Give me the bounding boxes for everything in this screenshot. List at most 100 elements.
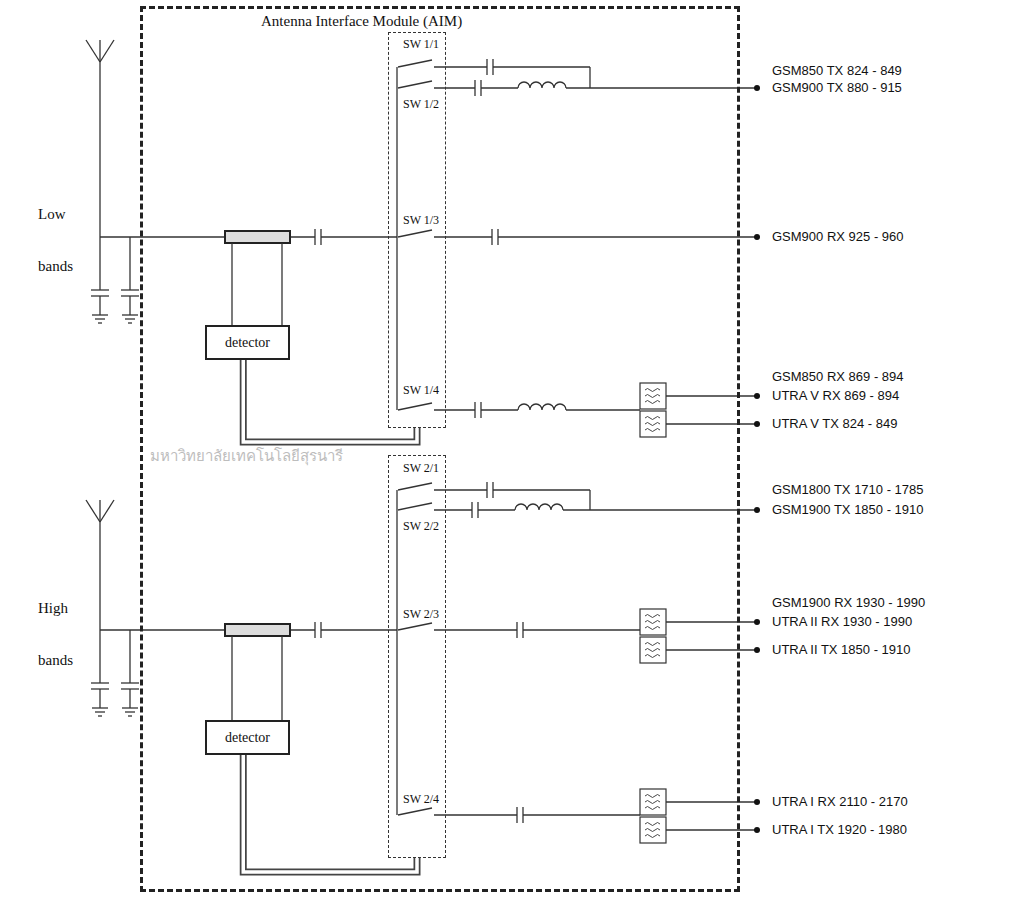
capacitor-symbol (516, 807, 517, 823)
capacitor-symbol (491, 229, 492, 245)
coupler-bar (225, 231, 290, 243)
filter-wave (645, 401, 660, 404)
switch-label: SW 2/2 (403, 519, 439, 534)
coupler-line (231, 243, 232, 325)
detector-label: detector (225, 334, 270, 351)
inductor-symbol (518, 82, 566, 88)
band-range: GSM850 TX 824 - 849 (772, 63, 902, 79)
filter-wave (645, 395, 660, 398)
antenna-symbol (99, 40, 100, 237)
wire (498, 236, 757, 237)
switch-blade (398, 623, 432, 630)
switch-blade (398, 230, 432, 237)
terminal-dot (754, 799, 760, 805)
wire (99, 689, 100, 708)
ground-symbol (125, 711, 135, 712)
wire (666, 801, 757, 802)
band-range: GSM1900 TX 1850 - 1910 (772, 502, 924, 518)
feedback-connector (243, 360, 417, 442)
wire (129, 630, 130, 683)
terminal-dot (754, 647, 760, 653)
filter-wave (645, 807, 660, 810)
filter-box (640, 789, 666, 815)
terminal-dot (754, 393, 760, 399)
switch-label: SW 1/4 (403, 383, 439, 398)
wire (523, 814, 640, 815)
wire (434, 814, 517, 815)
wire (321, 629, 397, 630)
filter-wave (645, 795, 660, 798)
wire (666, 621, 757, 622)
band-range: UTRA II RX 1930 - 1990 (772, 614, 912, 630)
wire (99, 237, 100, 290)
filter-wave (645, 835, 660, 838)
coupler-line (281, 636, 282, 720)
switch-blade (398, 808, 432, 815)
wire (563, 509, 757, 510)
capacitor-symbol (516, 622, 517, 638)
filter-wave (645, 823, 660, 826)
filter-wave (645, 649, 660, 652)
switch-bus (396, 67, 397, 410)
ground-symbol (98, 715, 102, 716)
capacitor-symbol (486, 482, 487, 498)
filter-box (640, 383, 666, 409)
capacitor-symbol (474, 80, 475, 96)
wire (666, 829, 757, 830)
capacitor-symbol (471, 502, 472, 518)
band-range: GSM1900 RX 1930 - 1990 (772, 595, 925, 611)
filter-wave (645, 417, 660, 420)
filter-wave (645, 655, 660, 658)
antenna-symbol (86, 40, 100, 62)
wire (566, 87, 757, 88)
wire (493, 66, 590, 67)
detector-box: detector (205, 325, 290, 360)
wire (566, 409, 640, 410)
module-title: Antenna Interface Module (AIM) (261, 12, 462, 30)
wire (493, 489, 590, 490)
switch-blade (398, 483, 432, 490)
switch-group: SW 2/1SW 2/2SW 2/3SW 2/4 (388, 455, 446, 858)
feedback-connector (243, 755, 417, 872)
switch-group: SW 1/1SW 1/2SW 1/3SW 1/4 (388, 32, 446, 428)
band-range: UTRA II TX 1850 - 1910 (772, 642, 911, 658)
filter-wave (645, 429, 660, 432)
switch-blade (398, 503, 432, 510)
filter-wave (645, 615, 660, 618)
wire (589, 67, 590, 88)
switch-label: SW 1/2 (403, 97, 439, 112)
ground-symbol (125, 318, 135, 319)
filter-wave (645, 389, 660, 392)
coupler-line (281, 243, 282, 325)
filter-box (640, 411, 666, 437)
terminal-dot (754, 827, 760, 833)
coupler-line (231, 636, 232, 720)
wire (434, 87, 475, 88)
switch-bus (396, 490, 397, 815)
capacitor-symbol (314, 622, 315, 638)
wire (666, 395, 757, 396)
switch-label: SW 1/3 (403, 213, 439, 228)
band-range: UTRA I TX 1920 - 1980 (772, 822, 907, 838)
filter-box (640, 637, 666, 663)
filter-box (640, 609, 666, 635)
wire (434, 409, 475, 410)
filter-wave (645, 829, 660, 832)
capacitor-symbol (121, 682, 139, 683)
capacitor-symbol (91, 289, 109, 290)
switch-label: SW 2/1 (403, 461, 439, 476)
antenna-symbol (100, 500, 114, 522)
filter-wave (645, 643, 660, 646)
terminal-dot (754, 85, 760, 91)
connector-core (243, 755, 417, 872)
switch-blade (398, 60, 432, 67)
wire (478, 509, 515, 510)
ground-symbol (128, 715, 132, 716)
band-label: Low bands (38, 188, 88, 292)
wire (481, 87, 518, 88)
wire (99, 630, 100, 683)
detector-box: detector (205, 720, 290, 755)
ground-symbol (122, 314, 138, 315)
wire (434, 236, 492, 237)
wire (666, 423, 757, 424)
